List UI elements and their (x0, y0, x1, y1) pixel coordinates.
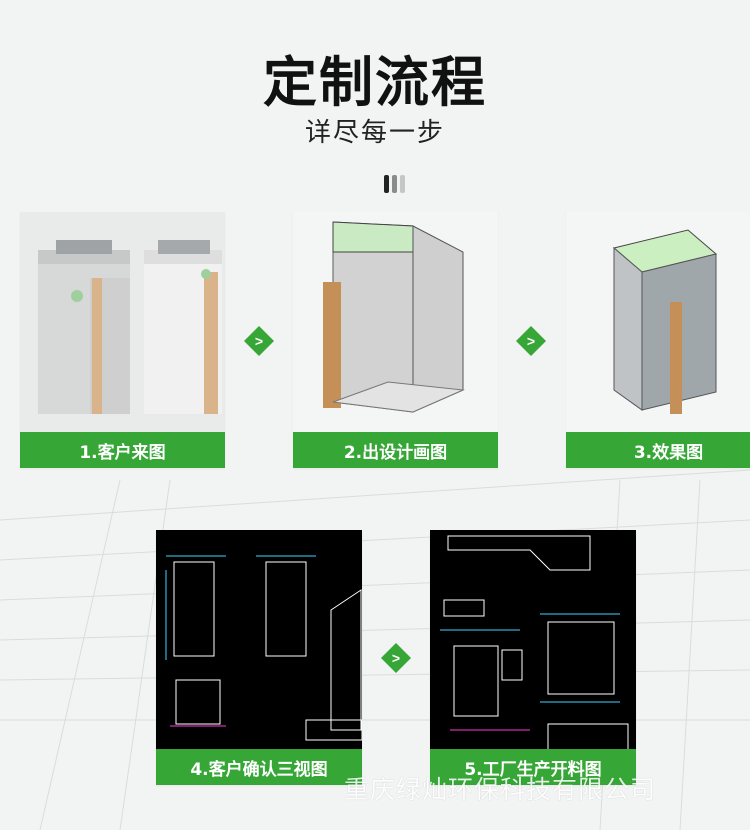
step-card-4: 4.客户确认三视图 (156, 530, 362, 785)
arrow-glyph: > (392, 650, 400, 666)
step-label-3: 3.效果图 (566, 432, 750, 468)
arrow-glyph: > (255, 333, 263, 349)
arrow-glyph: > (527, 333, 535, 349)
three-view-drawing (156, 530, 362, 785)
company-watermark: 重庆绿灿环保科技有限公司 (344, 775, 657, 804)
next-arrow-icon: > (244, 326, 274, 356)
next-arrow-icon: > (381, 643, 411, 673)
step-label-1: 1.客户来图 (20, 432, 225, 468)
step-label-4: 4.客户确认三视图 (156, 749, 362, 785)
page-title: 定制流程 (263, 51, 487, 114)
effect-render (566, 212, 750, 434)
page-subtitle: 详尽每一步 (304, 118, 445, 148)
factory-cutting-drawing (430, 530, 636, 785)
step-card-5: 5.工厂生产开料图 (430, 530, 636, 785)
slide-indicator (384, 175, 412, 193)
step-label-2: 2.出设计画图 (293, 432, 498, 468)
customer-photo (20, 212, 225, 434)
next-arrow-icon: > (516, 326, 546, 356)
step-card-3: 3.效果图 (566, 212, 750, 468)
step-card-1: 1.客户来图 (20, 212, 225, 468)
design-render (293, 212, 498, 434)
step-card-2: 2.出设计画图 (293, 212, 498, 468)
